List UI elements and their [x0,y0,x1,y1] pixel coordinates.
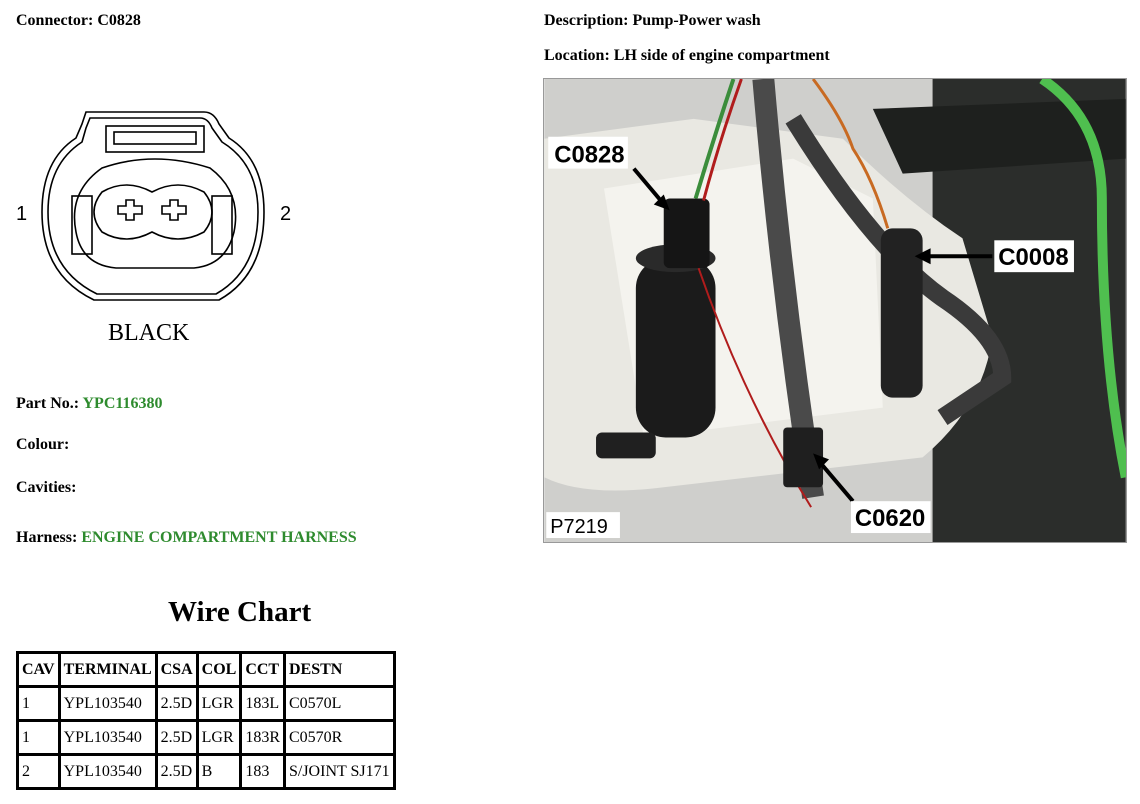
cell-destn: C0570L [282,685,396,722]
location-photo: C0828 C0008 C0620 P7219 [543,78,1127,543]
cell-cav: 2 [16,753,61,790]
cell-destn: S/JOINT SJ171 [282,753,396,790]
harness-value: ENGINE COMPARTMENT HARNESS [81,529,357,546]
part-no-label: Part No.: [16,395,80,412]
connector-face-diagram: 1 2 BLACK [16,111,291,346]
cell-cct: 183L [239,685,286,722]
svg-text:P7219: P7219 [550,516,608,538]
cell-cct: 183 [239,753,286,790]
connector-label: Connector: [16,12,94,29]
colour-label: Colour: [16,436,70,453]
table-row: 1 YPL103540 2.5D LGR 183R C0570R [16,719,396,756]
harness-label: Harness: [16,529,78,546]
table-row: 2 YPL103540 2.5D B 183 S/JOINT SJ171 [16,753,396,790]
callout-c0008: C0008 [994,240,1074,273]
cell-csa: 2.5D [154,719,199,756]
cell-col: B [195,753,243,790]
pin-1-label: 1 [16,203,27,225]
svg-text:C0620: C0620 [855,505,925,532]
wire-chart-table: CAV TERMINAL CSA COL CCT DESTN 1 YPL1035… [16,651,396,790]
cell-cav: 1 [16,719,61,756]
table-row: 1 YPL103540 2.5D LGR 183L C0570L [16,685,396,722]
cell-cct: 183R [239,719,286,756]
header-terminal: TERMINAL [57,651,158,688]
cell-cav: 1 [16,685,61,722]
header-csa: CSA [154,651,199,688]
cavities-row: Cavities: [16,479,76,497]
location-value: LH side of engine compartment [613,47,830,64]
callout-c0620: C0620 [850,501,931,534]
header-col: COL [195,651,243,688]
cavities-label: Cavities: [16,479,77,496]
photo-code: P7219 [546,512,620,538]
connector-colour-label: BLACK [108,320,190,346]
svg-text:C0008: C0008 [998,244,1068,271]
part-no-row: Part No.: YPC116380 [16,395,163,413]
connector-row: Connector: C0828 [16,12,141,30]
cell-terminal: YPL103540 [57,753,158,790]
part-no-value: YPC116380 [82,395,163,412]
colour-row: Colour: [16,436,69,454]
svg-text:C0828: C0828 [554,142,624,169]
cell-terminal: YPL103540 [57,719,158,756]
wire-chart-title: Wire Chart [168,596,312,628]
cell-col: LGR [195,685,243,722]
cell-col: LGR [195,719,243,756]
harness-row: Harness: ENGINE COMPARTMENT HARNESS [16,529,357,547]
header-cav: CAV [16,651,61,688]
header-destn: DESTN [282,651,396,688]
description-label: Description: [544,12,629,29]
header-cct: CCT [239,651,286,688]
cell-csa: 2.5D [154,685,199,722]
location-row: Location: LH side of engine compartment [544,47,830,65]
callout-c0828: C0828 [548,136,628,169]
connector-value: C0828 [97,12,141,29]
description-value: Pump-Power wash [632,12,761,29]
description-row: Description: Pump-Power wash [544,12,761,30]
pin-2-label: 2 [280,203,291,225]
cell-csa: 2.5D [154,753,199,790]
wire-chart-header-row: CAV TERMINAL CSA COL CCT DESTN [16,651,396,688]
cell-terminal: YPL103540 [57,685,158,722]
cell-destn: C0570R [282,719,396,756]
location-label: Location: [544,47,610,64]
